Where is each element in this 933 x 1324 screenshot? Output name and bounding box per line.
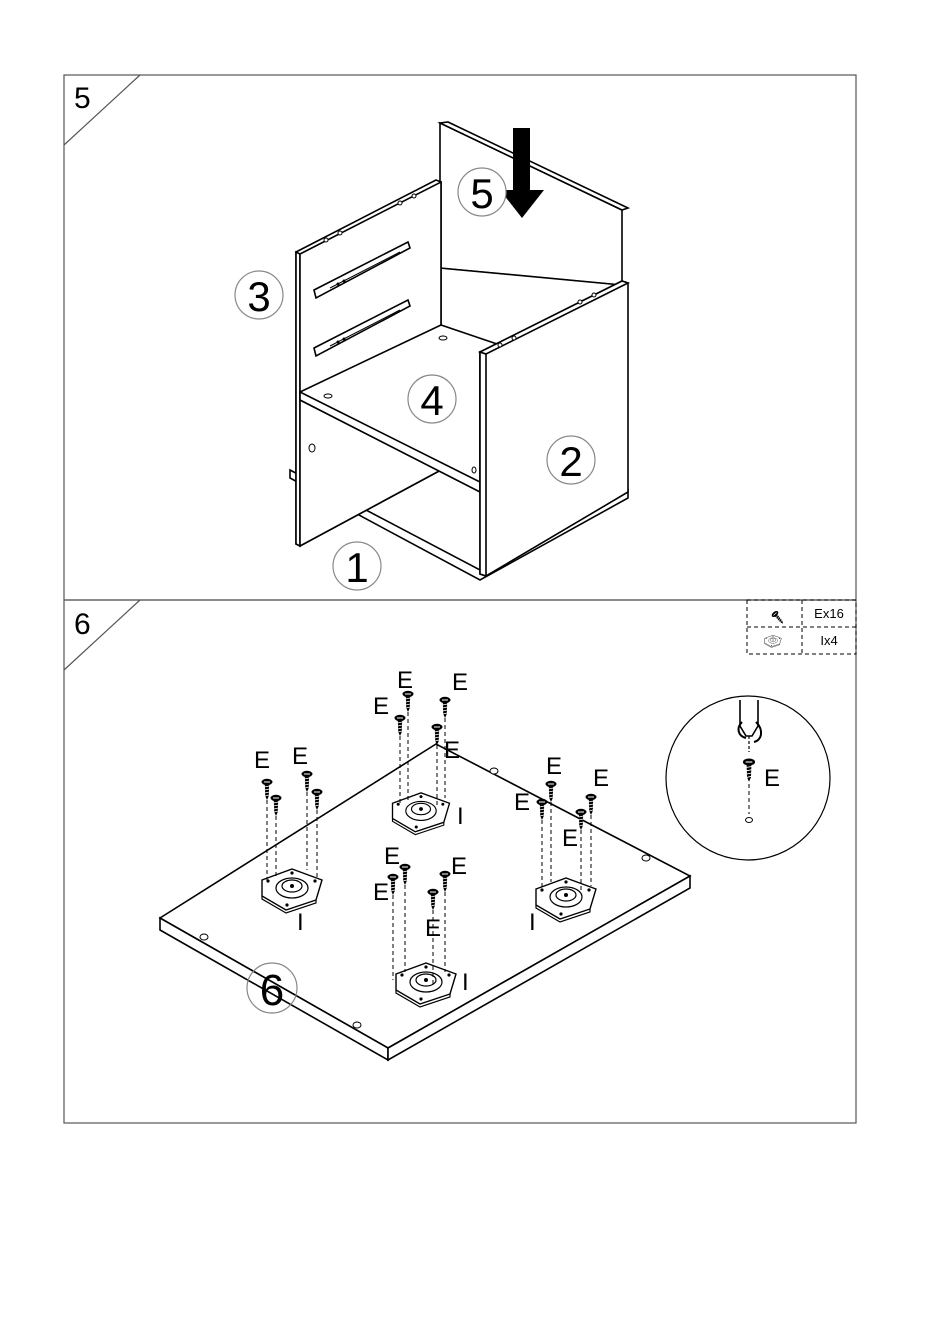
screw-icon: [771, 610, 786, 626]
screwdriver-detail: E: [666, 696, 830, 860]
screw-label: E: [384, 843, 400, 870]
hardware-table: Ex16 Ix4: [747, 600, 856, 654]
screw-label: E: [451, 853, 467, 880]
part-number-1: 1: [333, 542, 381, 591]
part-number-2: 2: [547, 436, 595, 485]
svg-text:1: 1: [345, 544, 368, 591]
step-5-number: 5: [74, 82, 91, 115]
plate-label: I: [529, 909, 536, 936]
plate-label: I: [457, 803, 464, 830]
step-6-panel: 6 Ex16 Ix4: [64, 600, 856, 1123]
part-number-5: 5: [458, 168, 506, 217]
screw-label: E: [546, 753, 562, 780]
screw-label: E: [452, 669, 468, 696]
screw-label: E: [562, 825, 578, 852]
screw-label: E: [425, 915, 441, 942]
part-number-3: 3: [235, 271, 283, 320]
detail-screw-label: E: [764, 765, 780, 792]
screw-label: E: [373, 879, 389, 906]
screw-label: E: [593, 765, 609, 792]
step-5-panel: 5: [64, 75, 856, 600]
part-number-4: 4: [408, 375, 456, 424]
screw-label: E: [444, 737, 460, 764]
hardware-plate-count: Ix4: [820, 633, 837, 648]
hardware-screw-count: Ex16: [814, 606, 844, 621]
plate-label: I: [462, 969, 469, 996]
svg-text:5: 5: [470, 170, 493, 217]
screw-label: E: [397, 667, 413, 694]
screw-label: E: [254, 747, 270, 774]
top-board: [160, 744, 690, 1060]
svg-text:4: 4: [420, 377, 443, 424]
screw-label: E: [292, 743, 308, 770]
step-6-number: 6: [74, 608, 91, 641]
plate-label: I: [297, 909, 304, 936]
screw-label: E: [514, 789, 530, 816]
svg-text:6: 6: [260, 966, 284, 1015]
mounting-plate-icon: [765, 635, 782, 647]
screw-label: E: [373, 693, 389, 720]
svg-text:2: 2: [559, 438, 582, 485]
svg-text:3: 3: [247, 273, 270, 320]
